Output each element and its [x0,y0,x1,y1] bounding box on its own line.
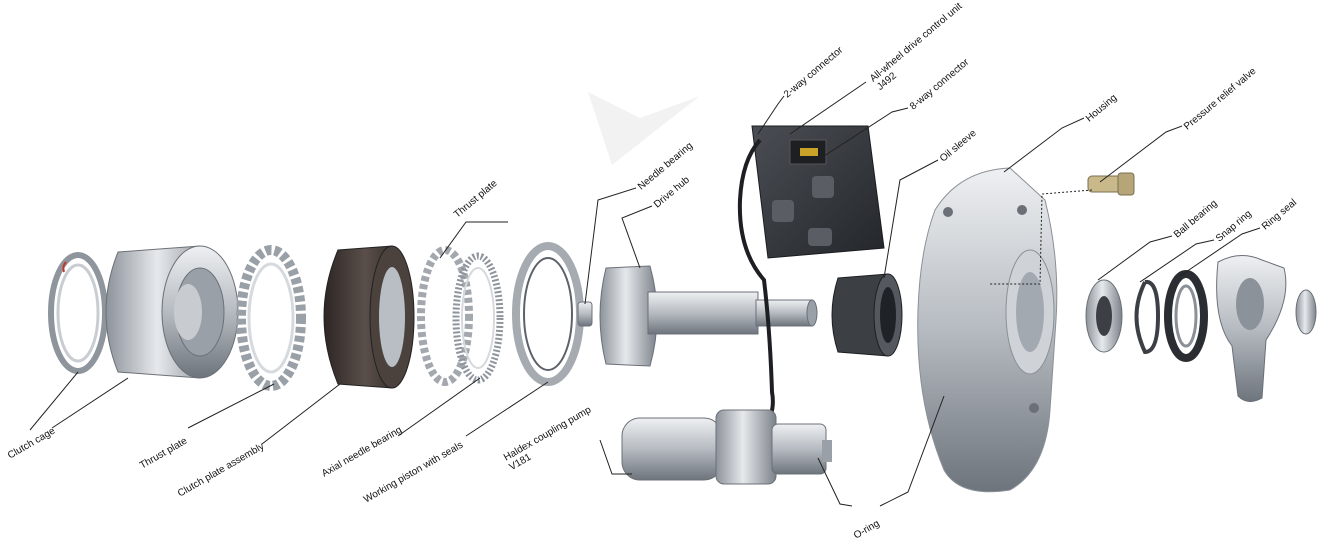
clutch-plate-assembly-part [323,245,415,389]
drive-hub-part [599,265,818,367]
housing-part [917,167,1058,493]
awd-control-unit-part [737,125,885,432]
oil-sleeve-part [831,273,903,357]
haldex-pump-part [621,409,832,485]
ball-bearing-part [1085,279,1123,353]
working-piston-part [512,242,584,386]
leader-lines [29,81,1261,507]
pressure-relief-valve-part [1087,172,1135,196]
ring-seal-part [1164,270,1208,362]
thrust-plate-upper-part [417,246,473,386]
clutch-cage-part [48,245,239,379]
flange-part [1216,255,1317,402]
needle-bearing-part [577,301,593,327]
watermark-shape [588,92,700,165]
thrust-plate-lower-part [236,245,306,391]
snap-ring-part [1134,279,1161,355]
axial-needle-bearing-part [452,252,504,384]
